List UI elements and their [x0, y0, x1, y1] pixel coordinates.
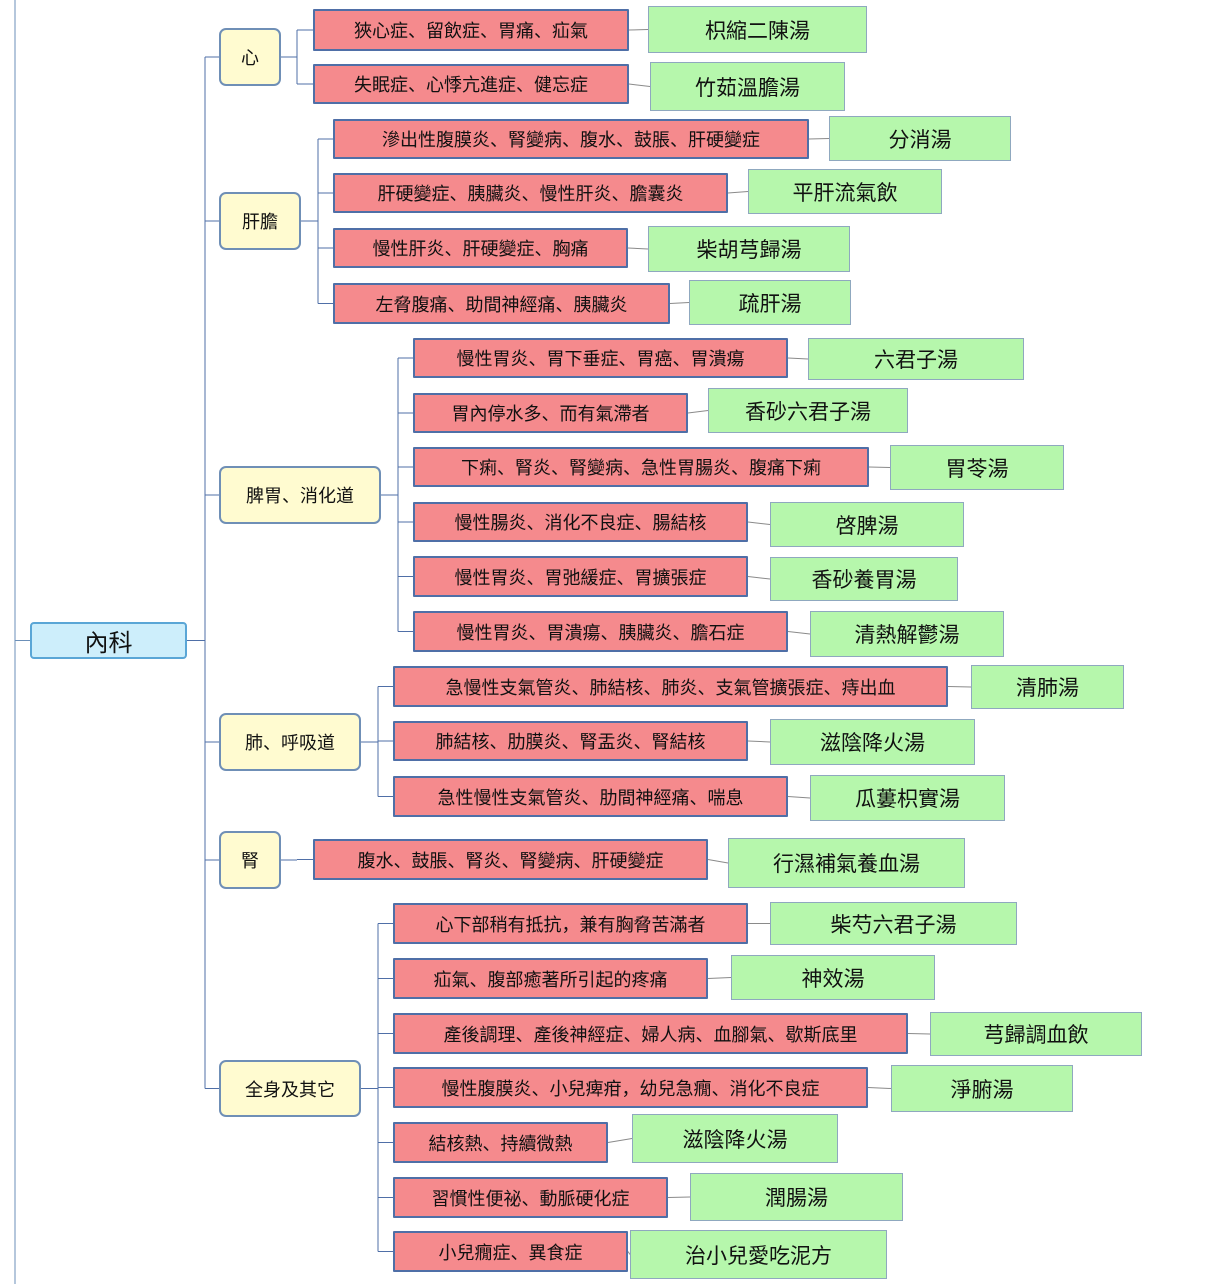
formula-connector: [727, 191, 749, 194]
symptom-node[interactable]: 慢性腸炎、消化不良症、腸結核: [413, 502, 748, 542]
formula-node[interactable]: 潤腸湯: [690, 1173, 903, 1221]
symptom-node[interactable]: 慢性胃炎、胃下垂症、胃癌、胃潰瘍: [413, 338, 788, 378]
formula-connector: [867, 1087, 892, 1089]
formula-node[interactable]: 芎歸調血飲: [930, 1012, 1142, 1056]
symptom-node[interactable]: 疝氣、腹部癒著所引起的疼痛: [393, 958, 708, 999]
symptom-node[interactable]: 失眠症、心悸亢進症、健忘症: [313, 64, 629, 104]
formula-connector: [628, 83, 651, 87]
formula-node[interactable]: 香砂養胃湯: [770, 557, 958, 601]
formula-connector: [707, 977, 732, 979]
formula-connector: [747, 576, 771, 580]
symptom-node[interactable]: 急性慢性支氣管炎、肋間神經痛、喘息: [393, 776, 788, 817]
formula-node[interactable]: 清熱解鬱湯: [810, 611, 1004, 657]
formula-node[interactable]: 胃苓湯: [890, 445, 1064, 490]
formula-connector: [787, 631, 811, 635]
formula-connector: [628, 29, 649, 31]
symptom-node[interactable]: 狹心症、留飲症、胃痛、疝氣: [313, 9, 629, 51]
symptom-node[interactable]: 慢性胃炎、胃弛緩症、胃擴張症: [413, 556, 748, 597]
formula-node[interactable]: 神效湯: [731, 955, 935, 1000]
category-node[interactable]: 腎: [219, 831, 281, 889]
formula-connector: [787, 357, 809, 360]
root-node[interactable]: 內科: [30, 622, 187, 659]
symptom-node[interactable]: 肺結核、肋膜炎、腎盂炎、腎結核: [393, 721, 748, 761]
formula-node[interactable]: 竹茹溫膽湯: [650, 62, 845, 111]
formula-connector: [607, 1138, 633, 1143]
symptom-node[interactable]: 結核熱、持續微熱: [393, 1122, 608, 1163]
formula-node[interactable]: 六君子湯: [808, 338, 1024, 380]
category-node[interactable]: 肝膽: [219, 192, 301, 250]
formula-connector: [747, 521, 771, 525]
formula-node[interactable]: 分消湯: [829, 116, 1011, 161]
formula-connector: [868, 466, 891, 468]
category-node[interactable]: 脾胃、消化道: [219, 466, 381, 524]
formula-node[interactable]: 柴胡芎歸湯: [648, 226, 850, 272]
symptom-node[interactable]: 下痢、腎炎、腎變病、急性胃腸炎、腹痛下痢: [413, 447, 869, 487]
formula-connector: [669, 302, 690, 304]
formula-connector: [808, 138, 830, 140]
formula-node[interactable]: 行濕補氣養血湯: [728, 838, 965, 888]
symptom-node[interactable]: 慢性腹膜炎、小兒痺疳，幼兒急癇、消化不良症: [393, 1067, 868, 1108]
formula-node[interactable]: 滋陰降火湯: [632, 1114, 838, 1163]
formula-connector: [707, 859, 729, 864]
formula-connector: [787, 796, 811, 799]
formula-node[interactable]: 香砂六君子湯: [708, 388, 908, 433]
formula-node[interactable]: 啓脾湯: [770, 502, 964, 547]
symptom-node[interactable]: 習慣性便祕、動脈硬化症: [393, 1177, 668, 1218]
symptom-node[interactable]: 慢性肝炎、肝硬變症、胸痛: [333, 228, 628, 268]
formula-connector: [687, 410, 709, 414]
formula-connector: [627, 1251, 631, 1255]
formula-connector: [667, 1196, 691, 1198]
formula-connector: [747, 740, 771, 743]
symptom-node[interactable]: 心下部稍有抵抗，兼有胸脅苦滿者: [393, 903, 748, 944]
formula-node[interactable]: 清肺湯: [971, 665, 1124, 709]
formula-connector: [907, 1033, 931, 1035]
formula-connector: [627, 247, 649, 250]
symptom-node[interactable]: 腹水、鼓脹、腎炎、腎變病、肝硬變症: [313, 839, 708, 880]
symptom-node[interactable]: 胃內停水多、而有氣滯者: [413, 393, 688, 433]
formula-node[interactable]: 治小兒愛吃泥方: [630, 1230, 887, 1279]
category-node[interactable]: 肺、呼吸道: [219, 713, 361, 771]
formula-node[interactable]: 淨腑湯: [891, 1065, 1073, 1112]
symptom-node[interactable]: 慢性胃炎、胃潰瘍、胰臟炎、膽石症: [413, 611, 788, 652]
symptom-node[interactable]: 急慢性支氣管炎、肺結核、肺炎、支氣管擴張症、痔出血: [393, 666, 948, 707]
symptom-node[interactable]: 左脅腹痛、助間神經痛、胰臟炎: [333, 283, 670, 324]
formula-node[interactable]: 枳縮二陳湯: [648, 6, 867, 53]
formula-node[interactable]: 疏肝湯: [689, 280, 851, 325]
symptom-node[interactable]: 滲出性腹膜炎、腎變病、腹水、鼓脹、肝硬變症: [333, 119, 809, 159]
symptom-node[interactable]: 小兒癇症、異食症: [393, 1231, 628, 1272]
symptom-node[interactable]: 產後調理、產後神經症、婦人病、血腳氣、歇斯底里: [393, 1013, 908, 1054]
formula-node[interactable]: 平肝流氣飲: [748, 169, 942, 214]
category-node[interactable]: 全身及其它: [219, 1060, 361, 1117]
formula-node[interactable]: 柴芍六君子湯: [770, 902, 1017, 945]
formula-connector: [947, 686, 972, 688]
formula-node[interactable]: 滋陰降火湯: [770, 719, 975, 765]
formula-node[interactable]: 瓜蔞枳實湯: [810, 775, 1005, 821]
symptom-node[interactable]: 肝硬變症、胰臟炎、慢性肝炎、膽囊炎: [333, 173, 728, 213]
category-node[interactable]: 心: [219, 28, 281, 86]
